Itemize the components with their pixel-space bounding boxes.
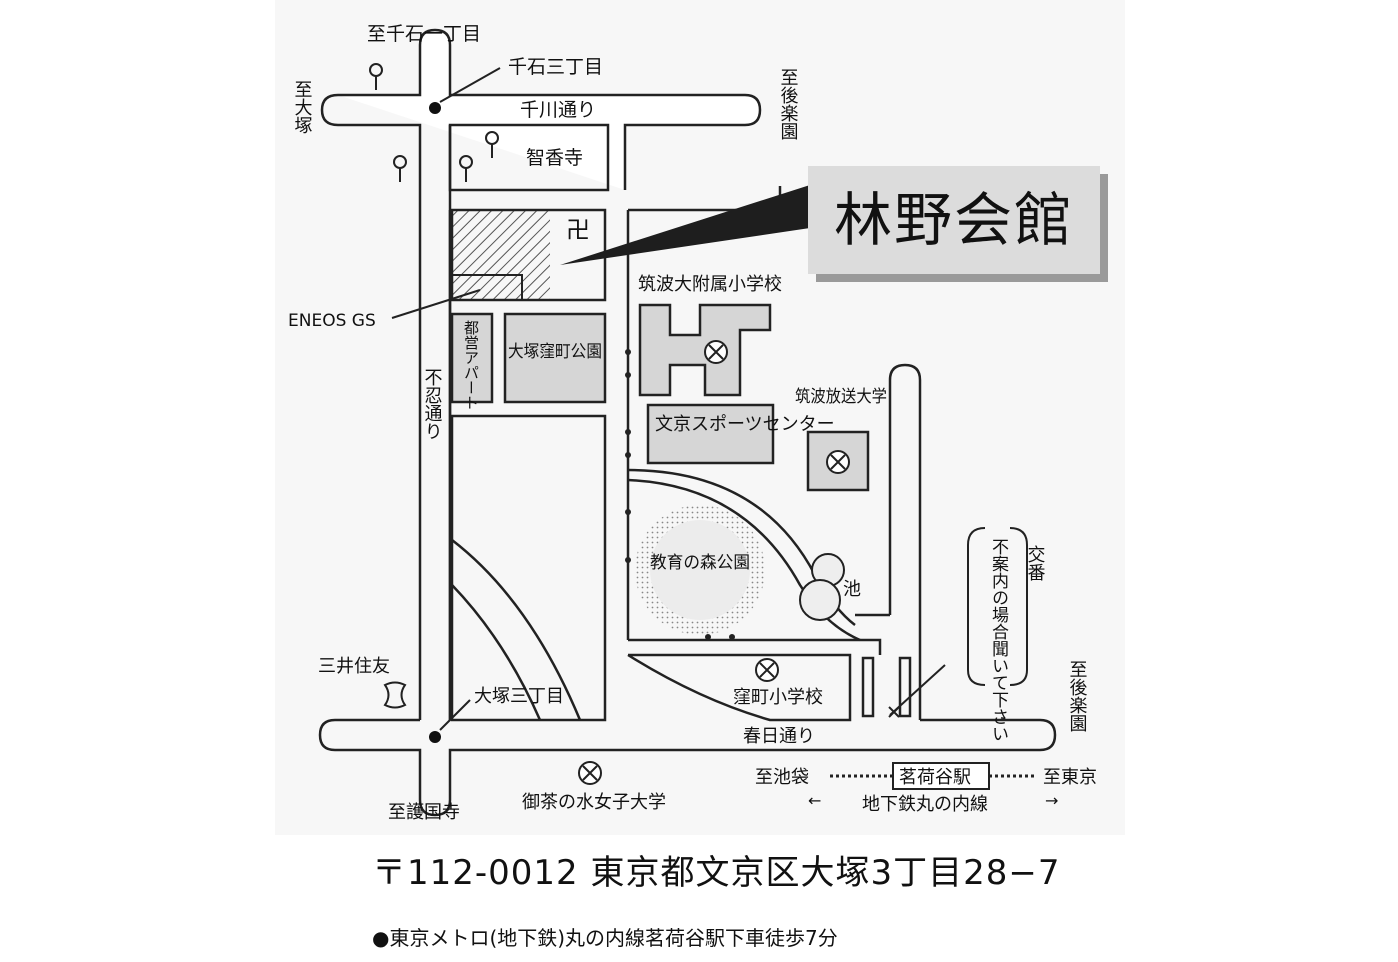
eneos-inner [452,274,523,300]
label-to-korakuen-right: 至後楽園 [1067,660,1088,732]
diagonal-road-west-2 [451,584,542,721]
label-toei-apart: 都営アパート [462,320,480,410]
station-box [892,762,990,790]
koban-post-1 [861,656,875,718]
label-forest-park: 教育の森公園 [650,553,750,573]
label-to-tokyo: 至東京 [1043,767,1097,788]
temple-icon: 卍 [566,216,590,244]
curved-road-2 [627,478,861,642]
destination-name: 林野会館 [833,186,1074,254]
school-icons [578,340,850,785]
label-kubomachi-school: 窪町小学校 [733,687,823,708]
label-kasuga: 春日通り [743,726,815,747]
arrow-right-glyph: → [1045,791,1058,810]
label-park: 大塚窪町公園 [508,342,602,362]
destination-callout: 林野会館 [808,166,1100,274]
label-to-korakuen-top: 至後楽園 [778,68,799,140]
park-block [503,312,607,404]
koban-pointer [889,664,946,716]
sengoku3-marker [429,102,441,114]
east-vertical-road [888,363,922,720]
koban-mark [888,706,900,718]
label-tsukuba-school: 筑波大附属小学校 [638,274,782,295]
label-koban: 交番 [1025,545,1046,581]
tsukuba-univ-block [806,430,870,492]
postal-address: 〒112-0012 東京都文京区大塚3丁目28−7 [372,853,1061,893]
eneos-pointer [391,289,481,319]
otsuka3-pointer [439,699,471,731]
west-block-lower [450,414,607,722]
koban-note-bracket [967,527,986,686]
arrow-left-glyph: ← [808,791,821,810]
access-map: 卍 至千石一丁目 千石三丁目 千川通り 智香寺 ENEOS GS 筑波大附属小学… [288,23,1097,823]
label-sports-center: 文京スポーツセンター [655,414,835,435]
pond-road [855,613,890,655]
label-eneos: ENEOS GS [288,311,376,331]
sengoku3-pointer [439,67,501,103]
sports-center-block [646,403,775,465]
koban-post-2 [898,656,912,718]
block-top [448,123,610,192]
koban-note-bracket-r [1009,527,1028,686]
label-to-sengoku1: 至千石一丁目 [367,23,481,45]
block-hatched [452,210,550,300]
label-pond: 池 [843,579,861,600]
label-koban-note: 不案内の場合聞いて下さい [988,538,1009,742]
eneos-block [450,208,607,302]
east-road-dots [625,349,735,640]
kubomachi-block [627,653,852,722]
otsuka3-marker [429,731,441,743]
label-senkawa: 千川通り [520,99,596,121]
senkawa-road-left [320,93,422,720]
label-to-ikebukuro: 至池袋 [755,767,809,788]
label-to-gokokuji: 至護国寺 [388,802,460,823]
pond-lower [799,579,841,621]
label-shinobazu: 不忍通り [422,368,443,440]
label-ochanomizu: 御茶の水女子大学 [522,792,666,813]
diagonal-road-west [451,539,582,721]
label-otsuka3: 大塚三丁目 [474,686,564,707]
access-directions: ●東京メトロ(地下鉄)丸の内線茗荷谷駅下車徒歩7分 [372,926,838,950]
label-to-otsuka: 至大塚 [292,80,313,134]
kasuga-road [318,718,1057,817]
label-subway-line: 地下鉄丸の内線 [862,794,988,815]
callout-wedge [560,185,810,265]
bank-icon [383,681,407,709]
label-chikoji: 智香寺 [526,147,583,169]
label-tsukuba-univ: 筑波放送大学 [795,387,887,407]
forest-park-center [650,520,750,620]
apart-block [450,312,494,404]
label-sengoku3: 千石三丁目 [508,56,603,78]
label-mitsui: 三井住友 [318,656,390,677]
senkawa-road [338,28,762,190]
label-station: 茗荷谷駅 [899,767,971,788]
tree-icons [369,63,499,182]
